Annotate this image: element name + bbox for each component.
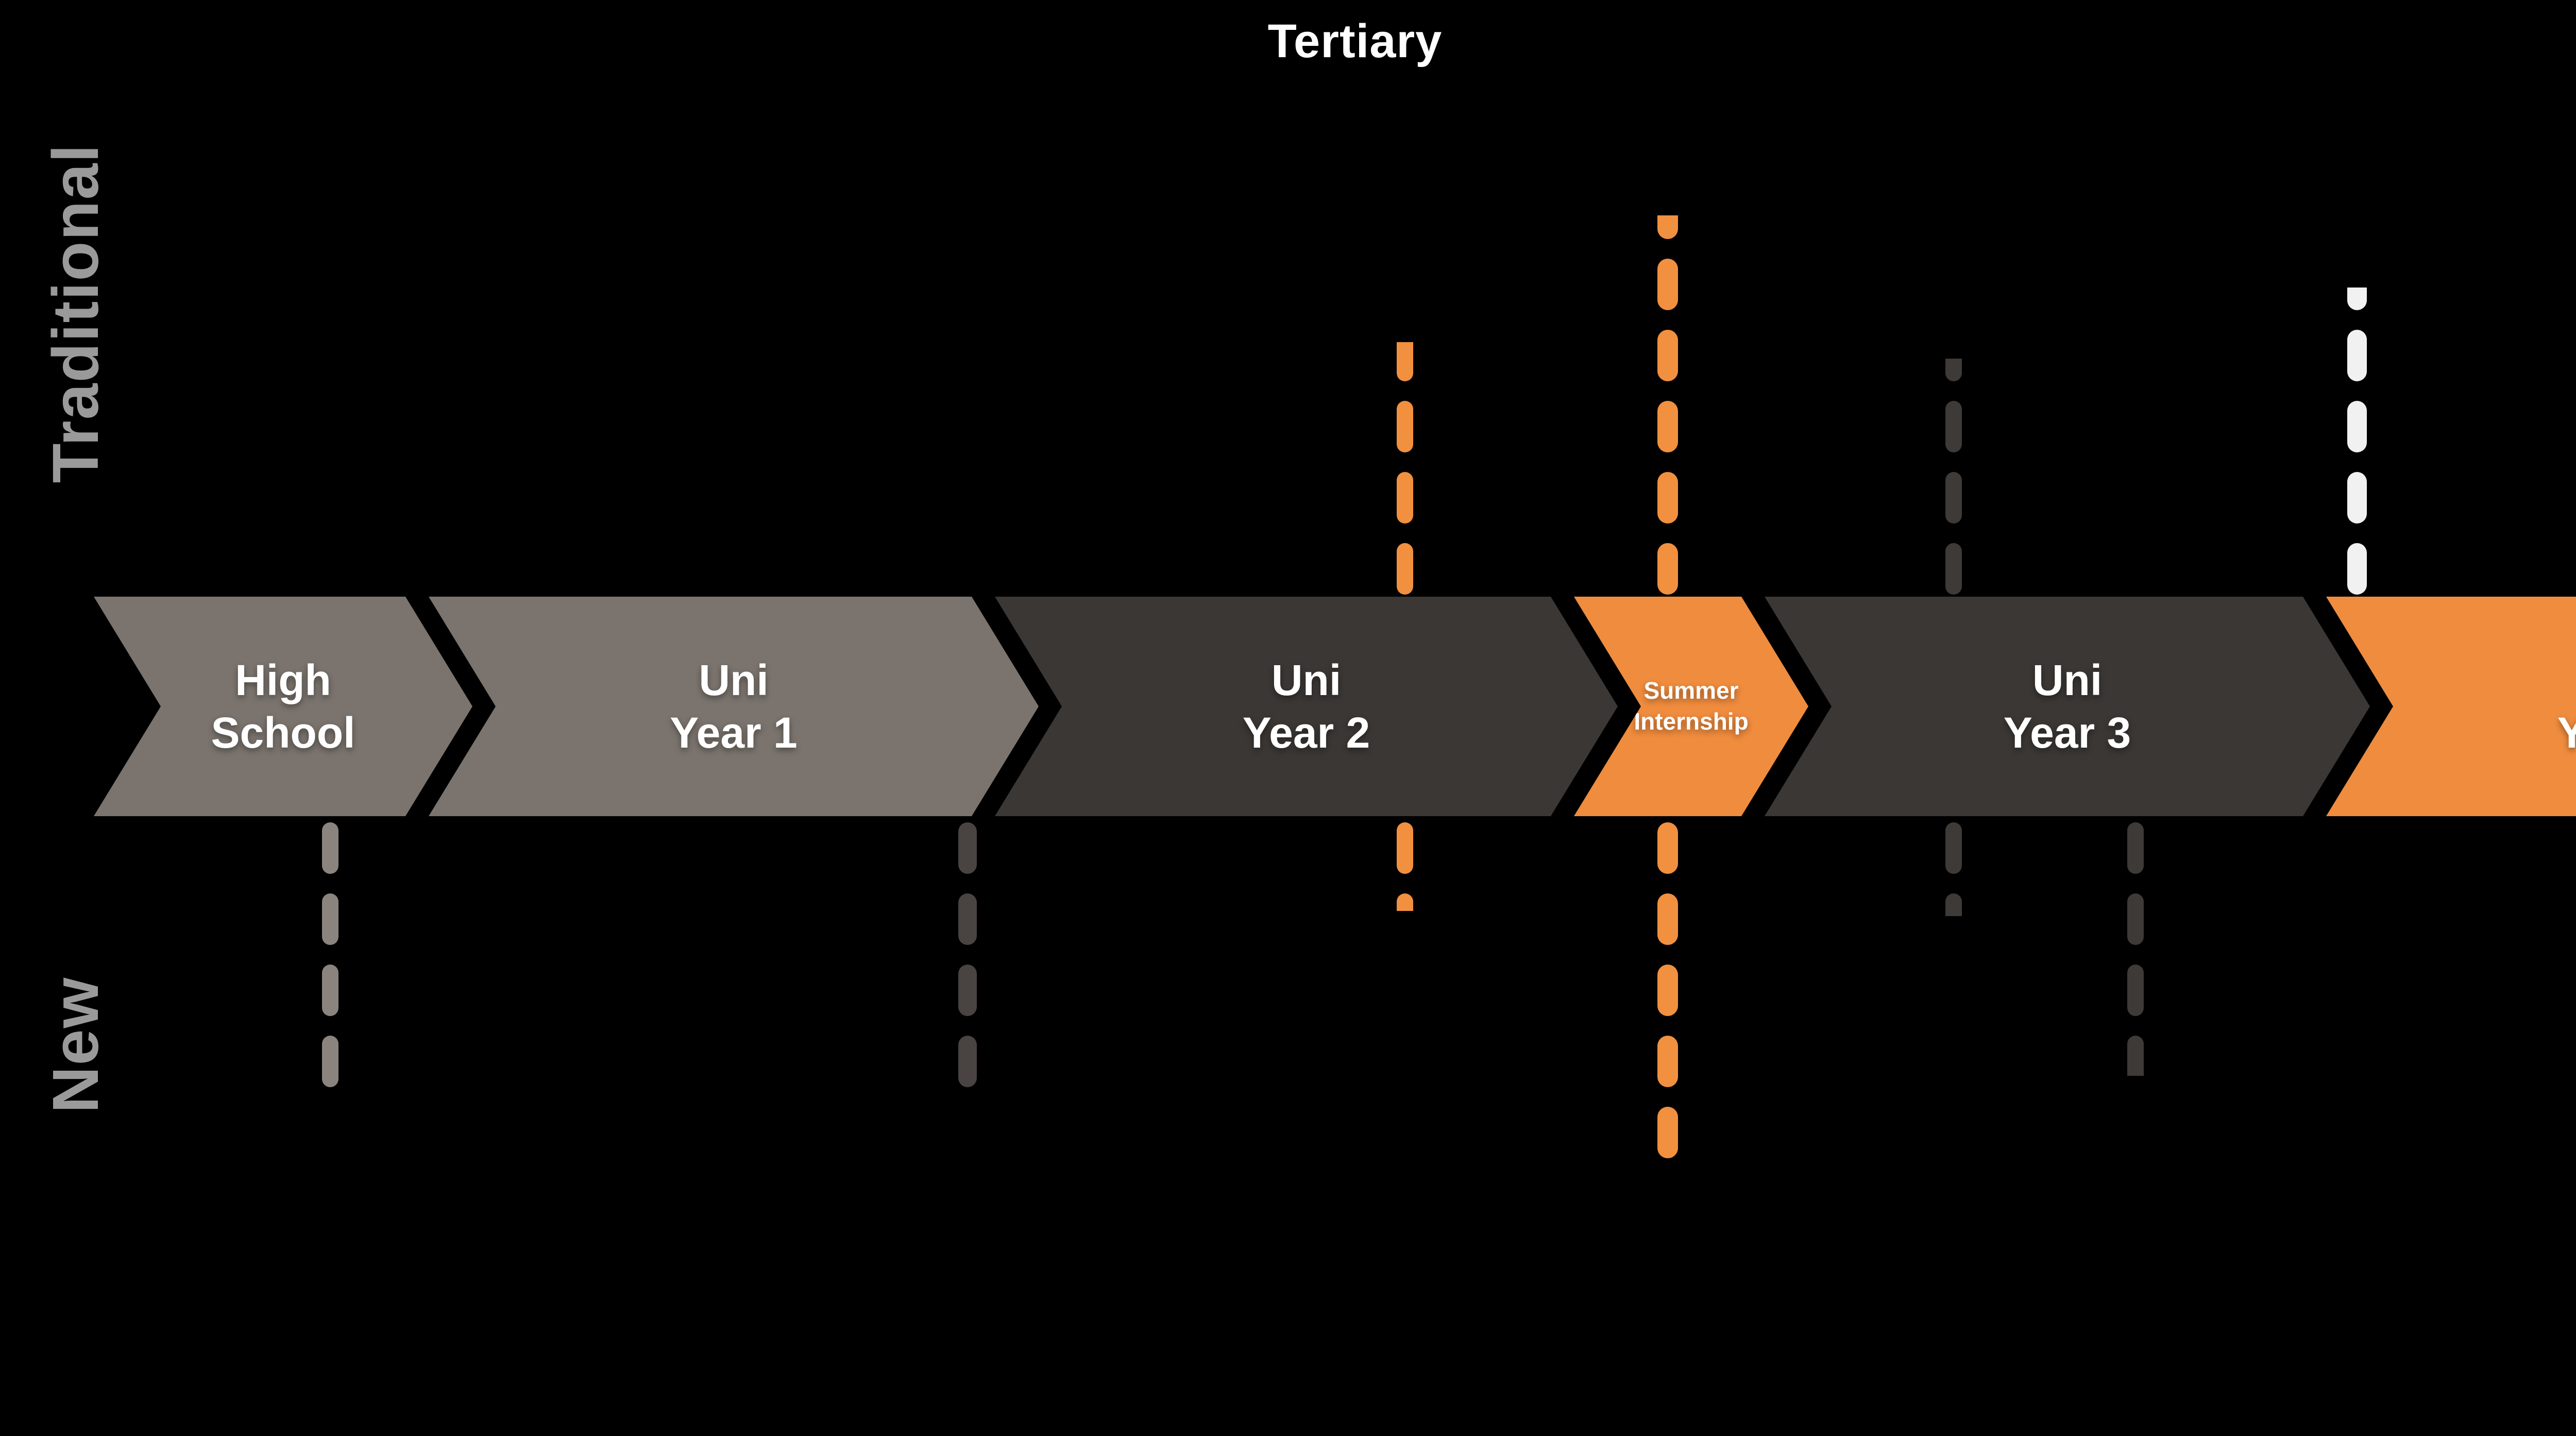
- dash-segment: [2127, 822, 2144, 874]
- dash-segment: [322, 893, 338, 945]
- chevron-label-line: Summer: [1643, 677, 1739, 704]
- dash-segment: [1945, 401, 1962, 452]
- chevron-label-line: School: [211, 708, 355, 757]
- marker-top-uni-year-2: [1397, 342, 1413, 595]
- dash-segment: [2347, 401, 2367, 452]
- page-title: Tertiary: [1267, 15, 1443, 67]
- dash-segment: [1657, 259, 1678, 310]
- dash-segment: [322, 822, 338, 874]
- row-label-new: New: [39, 976, 112, 1113]
- dash-segment: [1397, 401, 1413, 452]
- dash-segment: [322, 965, 338, 1016]
- dash-segment: [1397, 342, 1413, 381]
- marker-top-uni-year-3: [1945, 359, 1962, 595]
- dash-segment: [2347, 330, 2367, 381]
- chevron-label-line: Year 1: [670, 708, 798, 757]
- dash-segment: [1657, 543, 1678, 595]
- dash-segment: [958, 965, 977, 1016]
- dash-segment: [1945, 359, 1962, 381]
- dash-segment: [1657, 472, 1678, 523]
- chevron-label-line: Uni: [1271, 655, 1342, 704]
- dash-segment: [1397, 893, 1413, 911]
- dash-segment: [1657, 822, 1678, 874]
- dash-segment: [1397, 543, 1413, 595]
- marker-bottom-summer-internship: [1657, 822, 1678, 1158]
- dash-segment: [1945, 472, 1962, 523]
- dash-segment: [322, 1036, 338, 1087]
- chevron-uni-year-3: Uni Year 3: [1765, 597, 2370, 816]
- chevron-high-school: High School: [94, 597, 472, 816]
- dash-segment: [2127, 965, 2144, 1016]
- dash-segment: [1657, 1036, 1678, 1087]
- dash-segment: [1397, 822, 1413, 874]
- chevron-label-line: High: [235, 655, 331, 704]
- dash-segment: [1945, 543, 1962, 595]
- chevron-uni-year-2: Uni Year 2: [995, 597, 1618, 816]
- timeline-band: High School Uni Year 1 Uni Year 2 Summer…: [0, 597, 2576, 816]
- chevron-uni-year-1: Uni Year 1: [429, 597, 1039, 816]
- dash-segment: [1945, 822, 1962, 874]
- marker-bottom-uni-year-1: [958, 822, 977, 1094]
- marker-bottom-uni-year-3-right: [2127, 822, 2144, 1076]
- chevron-label-line: Year 2: [1242, 708, 1370, 757]
- marker-bottom-uni-year-2: [1397, 822, 1413, 911]
- chevron-label-line: Year 1: [2557, 708, 2576, 757]
- dash-segment: [1657, 401, 1678, 452]
- dash-segment: [958, 1036, 977, 1087]
- marker-bottom-high-school: [322, 822, 338, 1105]
- dash-segment: [2347, 288, 2367, 310]
- row-label-traditional: Traditional: [39, 143, 112, 483]
- dash-segment: [958, 822, 977, 874]
- dash-segment: [2127, 893, 2144, 945]
- dash-segment: [2127, 1036, 2144, 1076]
- dash-segment: [1657, 330, 1678, 381]
- chevron-label-line: Uni: [699, 655, 769, 704]
- dash-segment: [1657, 893, 1678, 945]
- dash-segment: [1945, 893, 1962, 916]
- dash-segment: [1657, 965, 1678, 1016]
- dash-segment: [2347, 472, 2367, 523]
- marker-top-job-year-1: [2347, 288, 2367, 595]
- dash-segment: [1657, 215, 1678, 239]
- dash-segment: [1657, 1107, 1678, 1158]
- dash-segment: [2347, 543, 2367, 595]
- dash-segment: [1397, 472, 1413, 523]
- chevron-label-line: Internship: [1634, 708, 1749, 735]
- marker-top-summer-internship: [1657, 215, 1678, 595]
- chevron-label-line: Year 3: [2003, 708, 2131, 757]
- dash-segment: [958, 893, 977, 945]
- chevron-label-line: Uni: [2032, 655, 2103, 704]
- marker-bottom-uni-year-3-left: [1945, 822, 1962, 916]
